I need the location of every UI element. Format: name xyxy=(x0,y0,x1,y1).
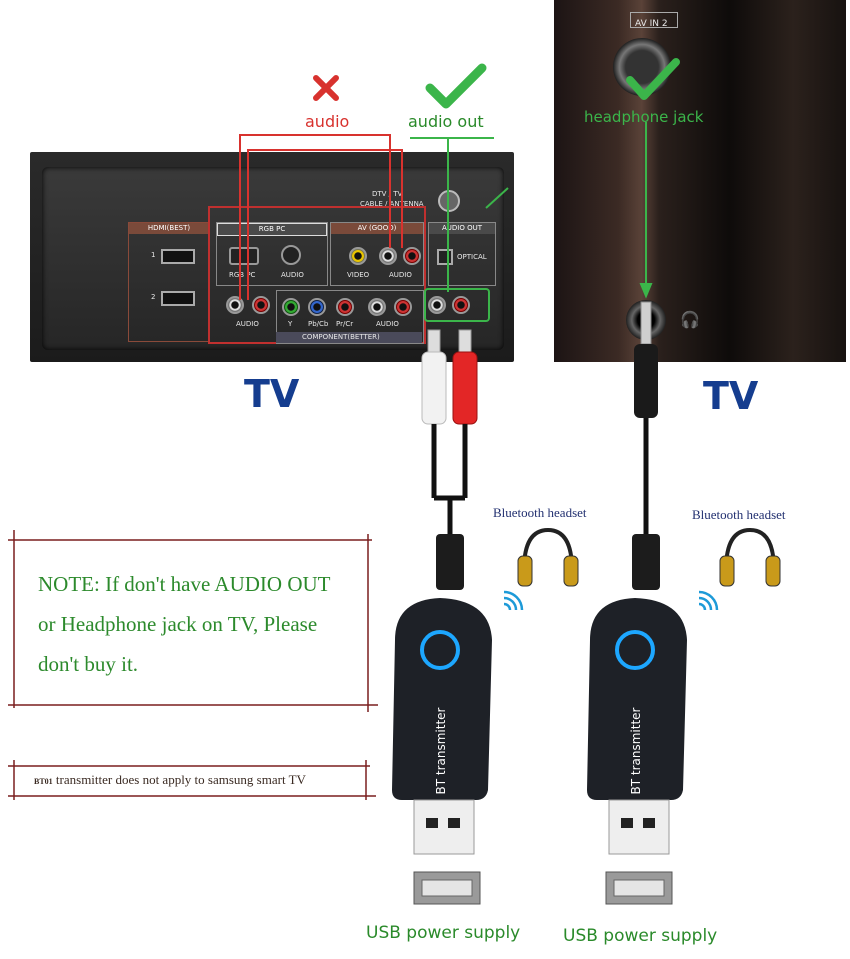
optical-label: OPTICAL xyxy=(457,253,487,261)
note-frame xyxy=(8,530,378,712)
audio-label-bottom: AUDIO xyxy=(236,320,259,328)
rgb-pc-header: RGB PC xyxy=(217,223,327,236)
note-line-3: don't buy it. xyxy=(38,652,139,676)
wireless-signal-icon-left xyxy=(503,590,524,611)
component-pb-jack xyxy=(308,298,326,316)
rgb-pc-port-label: RGB PC xyxy=(229,271,256,279)
audio-out-label: audio out xyxy=(408,112,484,131)
av-audio-l-jack xyxy=(379,247,397,265)
audio-out-header: AUDIO OUT xyxy=(429,223,495,234)
component-label: COMPONENT(BETTER) xyxy=(302,333,380,341)
dtv-label: DTV / TV xyxy=(372,190,403,198)
component-y-jack xyxy=(282,298,300,316)
av-in-label: AV IN 2 xyxy=(635,19,668,29)
wrong-audio-label: audio xyxy=(305,112,350,131)
audio-l-jack xyxy=(226,296,244,314)
note-line-1: NOTE: If don't have AUDIO OUT xyxy=(38,572,331,596)
component-section xyxy=(276,290,424,344)
small-note-frame xyxy=(8,760,376,800)
rgb-audio-port xyxy=(281,245,301,265)
aux-cable xyxy=(632,301,660,590)
av-audio-label: AUDIO xyxy=(389,271,412,279)
wrong-x-icon xyxy=(313,75,339,101)
component-pr-label: Pr/Cr xyxy=(336,320,354,328)
bt-transmitter-right xyxy=(587,598,687,855)
usb-port-icon-left xyxy=(413,871,481,905)
audio-out-highlight xyxy=(424,288,490,322)
audio-out-check-icon xyxy=(425,63,487,109)
hdmi-section: HDMI(BEST) 1 2 xyxy=(128,222,210,342)
hdmi-port-1 xyxy=(161,249,195,264)
usb-port-icon-right xyxy=(605,871,673,905)
av-header: AV (GOOD) xyxy=(331,223,423,234)
usb-power-label-right: USB power supply xyxy=(563,926,718,946)
bt-headset-label-left: Bluetooth headset xyxy=(493,505,587,520)
component-y-label: Y xyxy=(288,320,293,328)
component-audio-label: AUDIO xyxy=(376,320,399,328)
correct-connection-lines xyxy=(410,122,653,299)
hdmi-port-2 xyxy=(161,291,195,306)
component-pb-label: Pb/Cb xyxy=(308,320,329,328)
tv-label-right: TV xyxy=(703,374,759,418)
headphone-jack-label: headphone jack xyxy=(584,108,704,126)
s-video-port xyxy=(613,38,671,96)
model-label: BT01 xyxy=(34,777,53,786)
component-pr-jack xyxy=(336,298,354,316)
av-audio-r-jack xyxy=(403,247,421,265)
bt-transmitter-label-right: BT transmitter xyxy=(629,707,643,795)
bt-headset-label-right: Bluetooth headset xyxy=(692,507,786,522)
hdmi-1-label: 1 xyxy=(151,251,156,259)
note-line-2: or Headphone jack on TV, Please xyxy=(38,612,318,636)
headphone-jack-photo xyxy=(554,0,846,362)
bt-transmitter-left xyxy=(392,598,492,855)
headphone-icon: 🎧 xyxy=(680,312,700,329)
cable-antenna-label: CABLE / ANTENNA xyxy=(360,200,424,208)
av-in-label-box: AV IN 2 xyxy=(630,12,678,29)
note-text: NOTE: If don't have AUDIO OUT or Headpho… xyxy=(38,564,368,684)
headphones-icon-left xyxy=(517,527,579,587)
component-audio-l-jack xyxy=(368,298,386,316)
component-audio-r-jack xyxy=(394,298,412,316)
rca-cable xyxy=(421,329,478,590)
audio-out-l-jack xyxy=(428,296,446,314)
wireless-signal-icon-right xyxy=(698,590,719,611)
audio-r-jack xyxy=(252,296,270,314)
av-video-jack xyxy=(349,247,367,265)
vga-port xyxy=(229,247,259,265)
tv-label-left: TV xyxy=(244,372,300,416)
av-video-label: VIDEO xyxy=(347,271,370,279)
usb-power-label-left: USB power supply xyxy=(366,923,521,943)
component-footer: COMPONENT(BETTER) xyxy=(276,332,422,343)
audio-out-r-jack xyxy=(452,296,470,314)
rgb-pc-section: RGB PC RGB PC AUDIO xyxy=(216,222,328,286)
bt-transmitter-label-left: BT transmitter xyxy=(434,707,448,795)
headphone-check-icon xyxy=(626,58,680,100)
hdmi-header: HDMI(BEST) xyxy=(129,223,209,234)
samsung-note-text: transmitter does not apply to samsung sm… xyxy=(52,772,306,787)
rgb-audio-label: AUDIO xyxy=(281,271,304,279)
wrong-connection-lines xyxy=(239,134,403,300)
hdmi-2-label: 2 xyxy=(151,293,156,301)
headphones-icon-right xyxy=(719,527,781,587)
av-section: AV (GOOD) VIDEO AUDIO xyxy=(330,222,424,286)
samsung-note: BT01 transmitter does not apply to samsu… xyxy=(34,772,306,788)
